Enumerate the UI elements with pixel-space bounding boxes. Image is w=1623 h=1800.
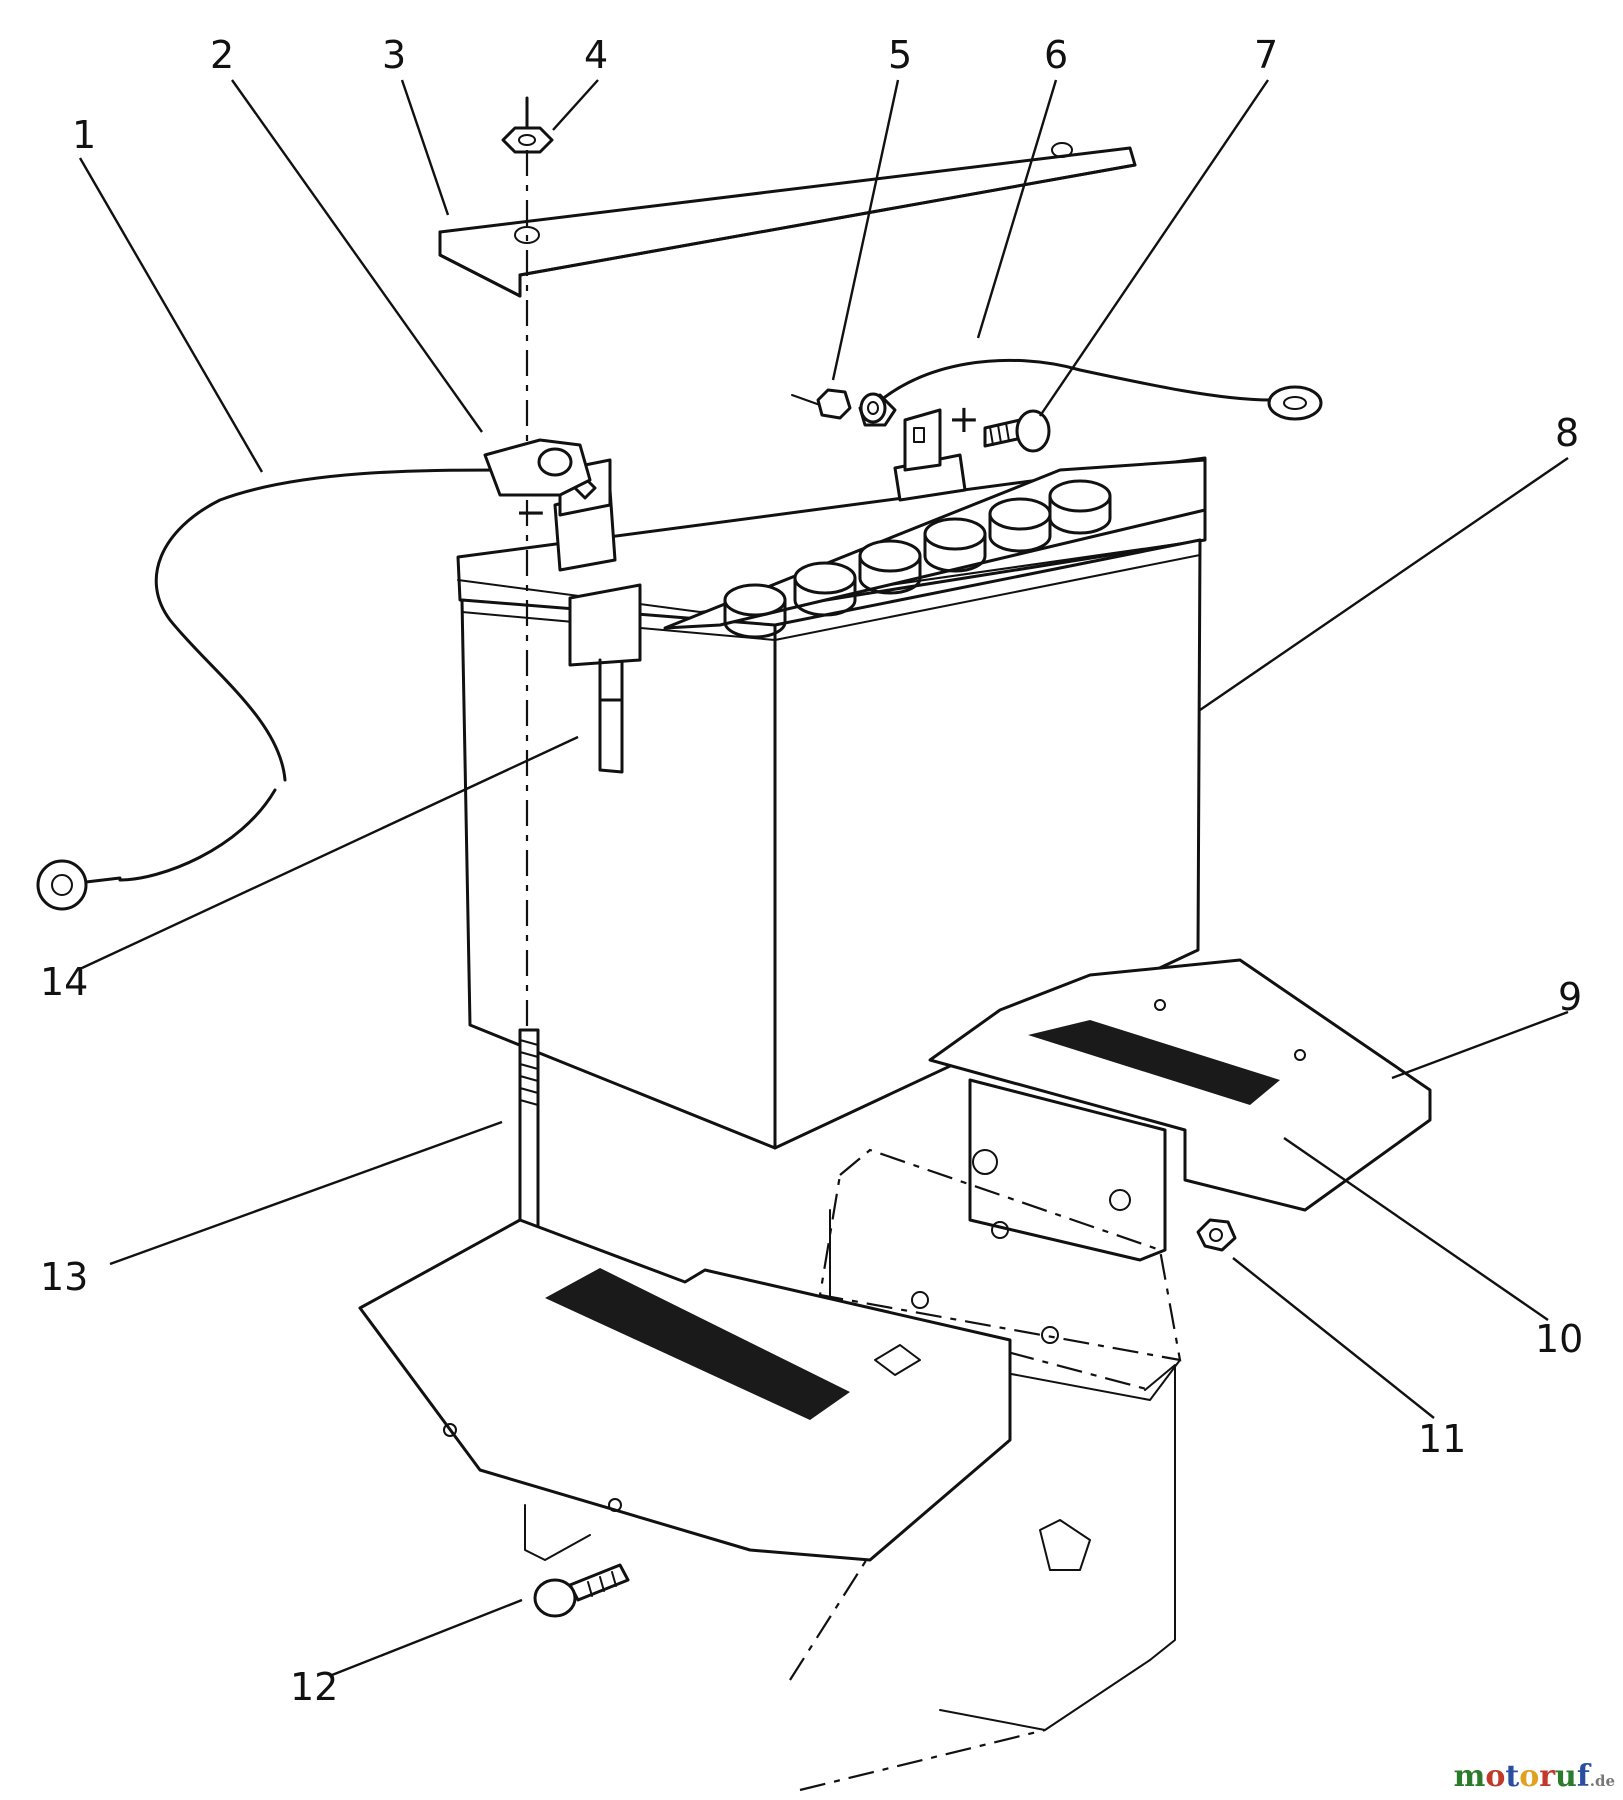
tray-nut — [1196, 1218, 1237, 1252]
negative-mark: − — [515, 490, 547, 534]
leader-lines — [78, 79, 1569, 1677]
watermark-letter: t — [1505, 1759, 1520, 1794]
terminal-bolt — [983, 409, 1051, 453]
watermark-logo: motoruf.de — [1454, 1759, 1615, 1794]
callout-7: 7 — [1254, 33, 1278, 77]
carriage-bolt — [533, 1563, 630, 1618]
callout-9: 9 — [1558, 975, 1582, 1019]
callout-5: 5 — [888, 33, 912, 77]
watermark-letter: m — [1453, 1759, 1486, 1794]
negative-cable — [36, 438, 592, 911]
watermark-letters: motoruf — [1454, 1759, 1590, 1794]
callout-6: 6 — [1044, 33, 1068, 77]
callout-4: 4 — [584, 33, 608, 77]
positive-mark: + — [948, 397, 980, 441]
callout-12: 12 — [290, 1665, 338, 1709]
hex-nut — [501, 96, 554, 154]
callout-14: 14 — [40, 960, 88, 1004]
callout-3: 3 — [382, 33, 406, 77]
battery-tray-upper — [928, 958, 1432, 1262]
watermark-letter: r — [1539, 1759, 1556, 1794]
watermark-letter: o — [1485, 1759, 1506, 1794]
watermark-letter: f — [1576, 1759, 1590, 1794]
battery-tray-lower — [358, 1218, 1012, 1562]
callout-8: 8 — [1555, 411, 1579, 455]
battery: + − — [456, 397, 1207, 1150]
battery-filler-caps — [723, 479, 1112, 639]
positive-cable — [858, 358, 1323, 427]
positive-terminal — [893, 408, 967, 502]
watermark-letter: u — [1555, 1759, 1577, 1794]
callout-13: 13 — [40, 1255, 88, 1299]
callout-1: 1 — [72, 113, 96, 157]
callout-10: 10 — [1535, 1317, 1583, 1361]
callout-labels: 1 2 3 4 5 6 7 8 9 10 11 12 13 14 — [40, 33, 1583, 1709]
callout-11: 11 — [1418, 1417, 1466, 1461]
hold-down-bar — [438, 142, 1137, 298]
callout-2: 2 — [210, 33, 234, 77]
watermark-suffix: .de — [1589, 1772, 1615, 1790]
watermark-letter: o — [1519, 1759, 1540, 1794]
terminal-nut — [791, 388, 887, 424]
